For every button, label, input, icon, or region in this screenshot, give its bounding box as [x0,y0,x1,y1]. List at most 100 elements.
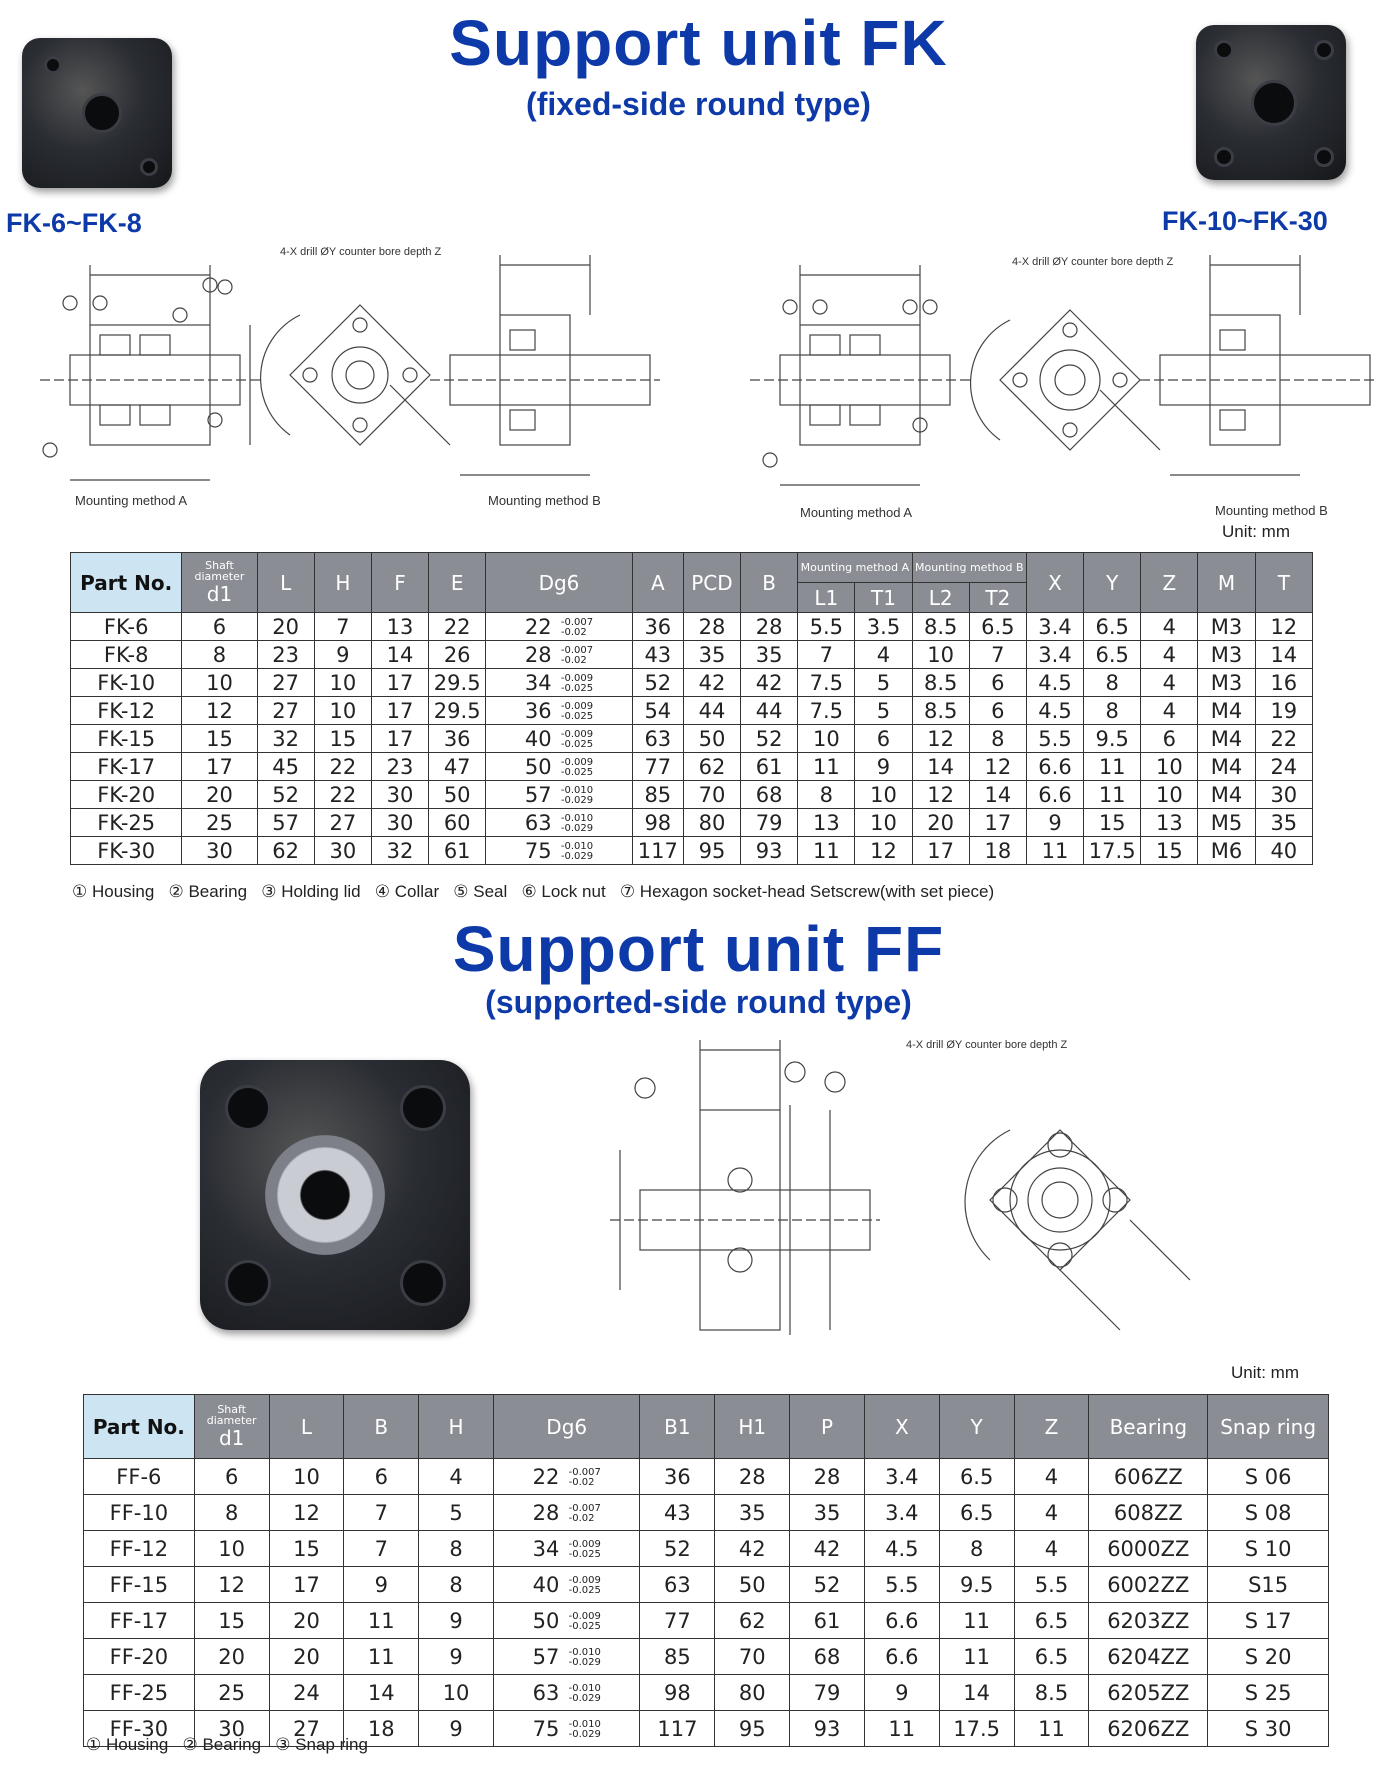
ff-cell-part: FF-30 [83,1710,195,1747]
fk-header-A: A [631,552,684,613]
fk-cell-L2: 12 [911,780,970,809]
ff-cell-snap: S 20 [1207,1638,1329,1675]
fk-cell-E: 29.5 [428,668,487,697]
fk-cell-E: 36 [428,724,487,753]
fk-cell-PCD: 80 [682,808,742,837]
fk-cell-A: 85 [631,780,684,809]
fk-cell-E: 50 [428,780,487,809]
fk-cell-M: M6 [1197,836,1256,865]
fk-cell-Z: 4 [1140,640,1199,669]
fk-cell-X: 5.5 [1025,724,1085,753]
fk-cell-Y: 11 [1083,752,1142,781]
fk-cell-F: 17 [370,668,430,697]
fk-cell-L: 62 [256,836,315,865]
fk-cell-T2: 7 [968,640,1027,669]
ff-cell-L: 24 [268,1674,345,1711]
dg6-value: 75 [524,838,552,863]
fk-cell-Dg6: 36-0.009-0.025 [485,696,633,725]
fk-cell-Y: 9.5 [1083,724,1142,753]
ff-header-Dg6: Dg6 [492,1394,641,1459]
ff-cell-P: 79 [789,1674,865,1711]
fk-cell-Z: 13 [1140,808,1199,837]
fk-cell-part: FK-20 [69,780,183,809]
fk-cell-Dg6: 63-0.010-0.029 [485,808,633,837]
fk-header-T: T [1254,552,1314,613]
ff-cell-L: 20 [268,1638,345,1675]
ff-photo [200,1060,470,1330]
ff-cell-Y: 11 [938,1638,1015,1675]
fk-cell-PCD: 42 [682,668,742,697]
ff-cell-P: 93 [789,1710,865,1747]
fk-cell-Y: 6.5 [1083,640,1142,669]
fk-cell-L1: 7 [797,640,856,669]
fk-cell-B: 68 [740,780,799,809]
fk-cell-H: 10 [313,668,372,697]
fk-cell-d1: 30 [181,836,258,865]
fk-cell-T: 19 [1254,696,1314,725]
tol-lower: -0.029 [560,822,594,834]
ff-cell-Y: 9.5 [938,1566,1015,1603]
ff-cell-Z: 11 [1013,1710,1090,1747]
ff-cell-Dg6: 63-0.010-0.029 [492,1674,641,1711]
ff-cell-H: 4 [418,1458,494,1495]
ff-cell-H: 9 [418,1710,494,1747]
ff-cell-d1: 20 [193,1638,270,1675]
dg6-tolerance: -0.010-0.029 [561,785,593,806]
fk-cell-X: 4.5 [1025,696,1085,725]
ff-cell-L: 12 [268,1494,345,1531]
ff-cell-Y: 11 [938,1602,1015,1639]
dg6-value: 34 [524,670,552,695]
fk-cell-Dg6: 75-0.010-0.029 [485,836,633,865]
fk-cell-Y: 17.5 [1083,836,1142,865]
fk-cell-T: 35 [1254,808,1314,837]
fk-cell-PCD: 95 [682,836,742,865]
tol-upper: -0.009 [568,1538,601,1550]
tol-upper: -0.010 [568,1682,601,1694]
fk-cell-B: 44 [740,696,799,725]
tol-upper: -0.007 [568,1466,601,1478]
tol-lower: -0.029 [568,1656,601,1668]
fk-cell-H: 7 [313,612,372,641]
ff-header-H: H [418,1394,494,1459]
ff-cell-H1: 95 [714,1710,791,1747]
ff-cell-part: FF-6 [83,1458,195,1495]
fk-cell-part: FK-25 [69,808,183,837]
fk-cell-Dg6: 22-0.007-0.02 [485,612,633,641]
fk-cell-T1: 4 [854,640,913,669]
dg6-tolerance: -0.007-0.02 [568,1466,601,1488]
ff-cell-d1: 30 [193,1710,270,1747]
ff-cell-Y: 6.5 [938,1458,1015,1495]
fk-cell-PCD: 44 [682,696,742,725]
ff-cell-Z: 4 [1013,1458,1090,1495]
ff-cell-B1: 85 [639,1638,716,1675]
dg6-tolerance: -0.007-0.02 [569,1503,601,1524]
ff-cell-P: 52 [789,1566,865,1603]
ff-header-Y: Y [938,1394,1015,1459]
tol-upper: -0.009 [560,700,594,712]
fk-cell-d1: 20 [181,780,258,809]
fk-cell-L1: 7.5 [797,668,856,697]
ff-cell-bearing: 6002ZZ [1088,1566,1209,1603]
ff-cell-Z: 6.5 [1013,1602,1090,1639]
ff-cell-B1: 77 [639,1602,716,1639]
fk-cell-T2: 18 [968,836,1027,865]
ff-cell-part: FF-10 [83,1494,195,1531]
fk-cell-E: 61 [428,836,487,865]
ff-header-part: Part No. [83,1394,195,1459]
fk-cell-Z: 4 [1140,612,1199,641]
fk-cell-L2: 17 [911,836,970,865]
fk-cell-T1: 12 [854,836,913,865]
fk-mount-a-right: Mounting method A [800,505,913,520]
fk-header-B: B [740,552,799,613]
fk-small-photo [22,38,172,188]
ff-cell-B1: 117 [639,1710,716,1747]
fk-title: Support unit FK [449,7,948,79]
fk-cell-L2: 12 [911,724,970,753]
fk-cell-L2: 10 [911,640,970,669]
ff-legend: ① Housing ② Bearing ③ Snap ring [86,1735,368,1754]
